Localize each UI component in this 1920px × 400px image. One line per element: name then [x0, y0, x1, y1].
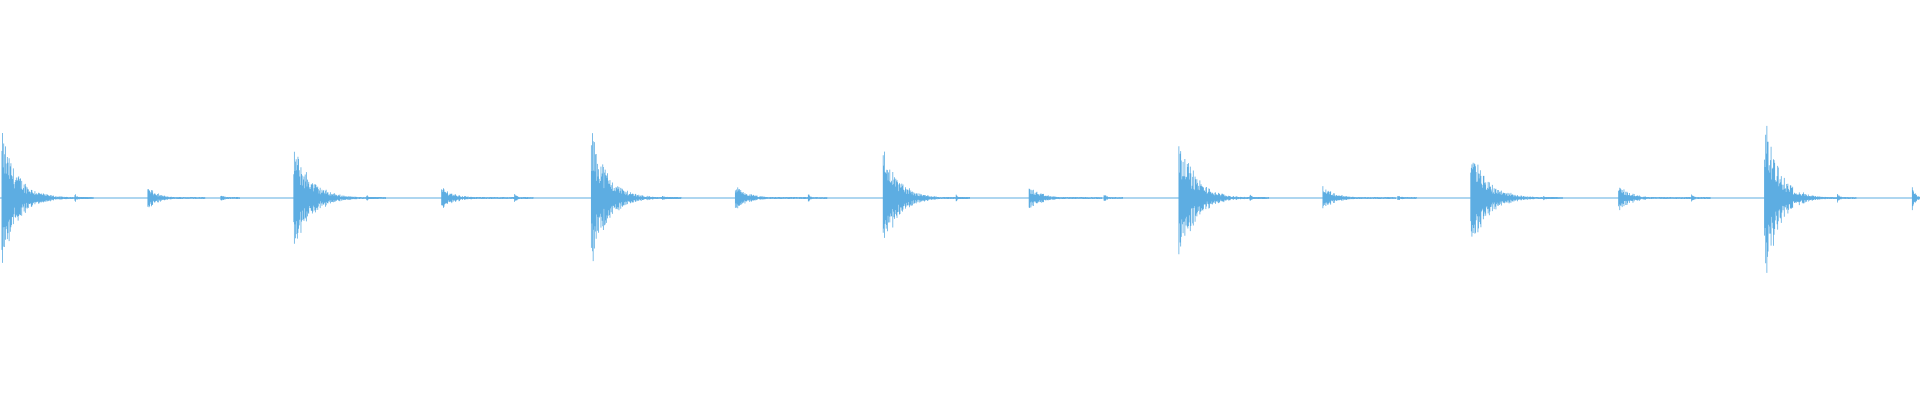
waveform-transient	[441, 188, 515, 208]
waveform-transient	[1837, 194, 1857, 203]
waveform-transient	[514, 194, 534, 202]
waveform-transient	[955, 194, 968, 202]
waveform-hit	[1543, 196, 1556, 201]
waveform-hit	[74, 194, 94, 202]
waveform-hit	[220, 195, 240, 201]
waveform-hit	[366, 195, 379, 201]
waveform-transient	[1618, 187, 1692, 211]
waveform-hit	[1397, 195, 1417, 201]
waveform-hit	[1028, 188, 1103, 208]
waveform-transient	[1470, 162, 1563, 237]
waveform-hit	[1322, 186, 1396, 209]
waveform-hit	[1764, 125, 1842, 273]
waveform-hit	[1103, 195, 1123, 201]
waveform-transient	[366, 195, 379, 201]
waveform-hit	[1837, 194, 1857, 203]
waveform-hit	[734, 187, 809, 209]
waveform-hit	[147, 189, 206, 208]
waveform-transient	[1028, 188, 1103, 208]
waveform-hit	[1691, 194, 1711, 202]
waveform-hit	[514, 194, 534, 202]
waveform-hit	[1249, 194, 1269, 201]
waveform-transient	[147, 189, 206, 208]
waveform-hit	[955, 194, 968, 202]
waveform-hit	[1178, 146, 1266, 255]
waveform-hits	[1, 125, 1920, 273]
waveform-hit	[1470, 162, 1563, 237]
waveform-transient	[1543, 196, 1556, 201]
waveform-hit	[662, 196, 682, 200]
waveform-transient	[734, 187, 809, 209]
waveform-transient	[1397, 195, 1417, 201]
waveform-transient	[662, 196, 682, 200]
waveform-hit	[1911, 187, 1920, 211]
waveform-hit	[441, 188, 515, 208]
waveform-transient	[1103, 195, 1123, 201]
waveform-hit	[882, 151, 970, 238]
waveform-transient	[807, 194, 828, 202]
waveform-transient	[1764, 125, 1842, 273]
waveform-transient	[1911, 187, 1920, 211]
waveform-transient	[1322, 186, 1396, 209]
waveform-hit	[1618, 187, 1692, 211]
waveform-transient	[882, 151, 970, 238]
waveform-hit	[807, 194, 828, 202]
waveform-transient	[220, 195, 240, 201]
waveform-transient	[1249, 194, 1269, 201]
waveform-transient	[1691, 194, 1711, 202]
waveform-transient	[1178, 146, 1266, 255]
waveform-transient	[74, 194, 94, 202]
